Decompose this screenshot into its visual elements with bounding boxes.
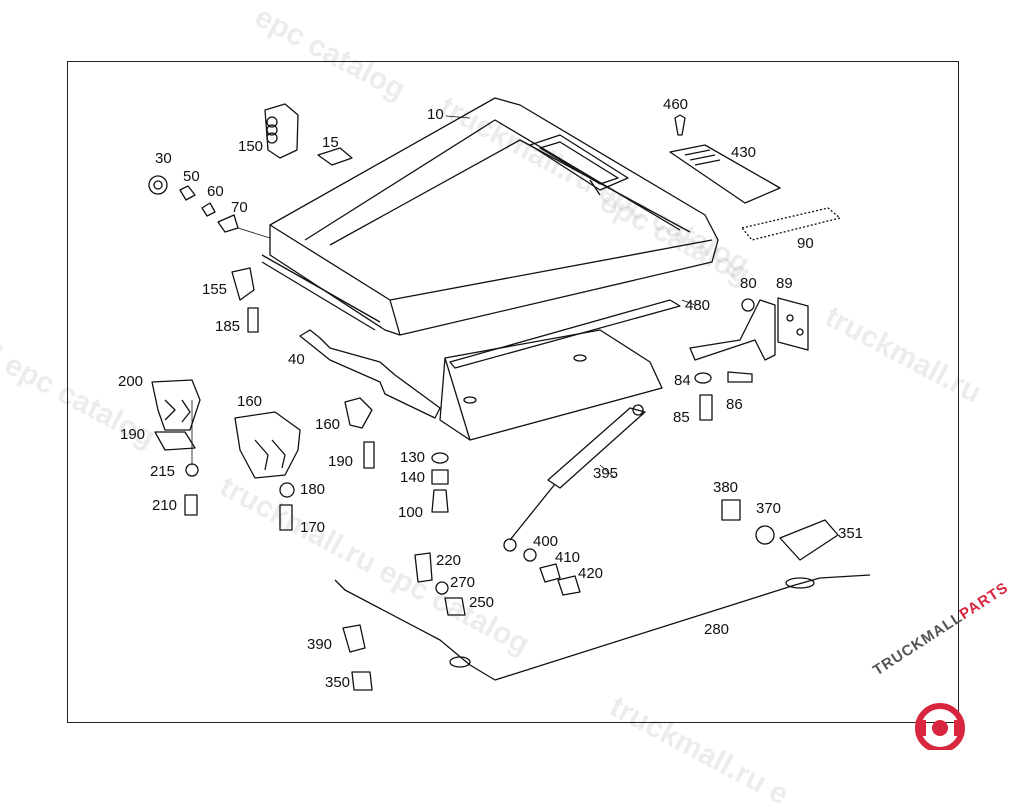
part-label: 185: [215, 318, 241, 335]
washer-220: [185, 463, 199, 477]
part-label: 380: [713, 479, 739, 496]
part-label: 80: [740, 275, 757, 292]
cap-430: [557, 575, 581, 596]
washer-280: [435, 581, 449, 595]
part-label: 10: [427, 106, 444, 123]
nut-420: [539, 563, 561, 583]
bracket-15: [317, 147, 353, 166]
part-label: 190: [120, 426, 146, 443]
clip-480: [674, 114, 686, 136]
washer-86: [694, 372, 712, 384]
screw-89: [727, 371, 753, 383]
part-label: 150: [238, 138, 264, 155]
bolt-390: [721, 499, 741, 521]
latch-210: [151, 379, 201, 431]
bolt-270: [444, 597, 466, 616]
part-label: 30: [155, 150, 172, 167]
clip-250: [414, 552, 433, 583]
part-label: 70: [231, 199, 248, 216]
release-cable: [334, 574, 871, 681]
part-label: 200: [118, 373, 144, 390]
part-label: 86: [726, 396, 743, 413]
washer-410: [523, 548, 537, 562]
part-label: 170: [300, 519, 326, 536]
part-label: 140: [400, 469, 426, 486]
release-370: [779, 519, 839, 561]
part-label: 215: [150, 463, 176, 480]
plate-90: [777, 297, 809, 351]
part-label: 395: [593, 465, 619, 482]
bolt-180: [279, 504, 293, 531]
part-label: 460: [663, 96, 689, 113]
stud-130: [431, 489, 449, 513]
part-label: 370: [756, 500, 782, 517]
part-label: 350: [325, 674, 351, 691]
part-label: 270: [450, 574, 476, 591]
part-label: 160: [237, 393, 263, 410]
vent-panel: [669, 144, 781, 204]
decal-strip: [741, 207, 841, 241]
clip-395: [342, 624, 366, 653]
hood-insulation: [439, 329, 663, 441]
part-label: 280: [704, 621, 730, 638]
part-label: 90: [797, 235, 814, 252]
part-label: 390: [307, 636, 333, 653]
part-label: 89: [776, 275, 793, 292]
hood-seal: [299, 329, 441, 419]
part-label: 60: [207, 183, 224, 200]
part-label: 430: [731, 144, 757, 161]
part-label: 400: [533, 533, 559, 550]
part-label: 250: [469, 594, 495, 611]
plate-200: [154, 431, 196, 451]
washer-140: [431, 452, 449, 464]
gas-strut: [503, 404, 646, 552]
part-label: 210: [152, 497, 178, 514]
hood-strip: [449, 299, 681, 369]
part-label: 190: [328, 453, 354, 470]
washer-30: [148, 175, 168, 195]
bolt-190: [247, 307, 259, 333]
part-label: 160: [315, 416, 341, 433]
part-label: 410: [555, 549, 581, 566]
nut-351: [351, 671, 373, 691]
part-label: 50: [183, 168, 200, 185]
bolt-190b: [363, 441, 375, 469]
hinge-160: [231, 267, 255, 301]
hinge-bracket-80: [689, 298, 776, 361]
hood-panel: [261, 97, 719, 336]
diagram-frame: [67, 61, 959, 723]
part-label: 220: [436, 552, 462, 569]
part-label: 85: [673, 409, 690, 426]
exploded-parts-diagram: [148, 97, 871, 691]
part-label: 130: [400, 449, 426, 466]
part-label: 420: [578, 565, 604, 582]
part-label: 84: [674, 372, 691, 389]
washer-185: [279, 482, 295, 498]
bolt-85: [699, 394, 713, 421]
clip-60: [201, 202, 216, 217]
part-label: 155: [202, 281, 228, 298]
washer-380: [755, 525, 775, 545]
nut-50: [179, 185, 196, 201]
screw-70: [217, 214, 239, 233]
part-label: 15: [322, 134, 339, 151]
part-label: 100: [398, 504, 424, 521]
torsion-spring: [264, 103, 299, 159]
truckmall-logo: [915, 703, 965, 750]
part-label: 40: [288, 351, 305, 368]
hinge-160b: [344, 397, 373, 429]
latch-170: [234, 411, 301, 479]
part-label: 480: [685, 297, 711, 314]
part-label: 180: [300, 481, 326, 498]
part-label: 351: [838, 525, 864, 542]
nut-150: [431, 469, 449, 485]
bolt-215: [184, 494, 198, 516]
